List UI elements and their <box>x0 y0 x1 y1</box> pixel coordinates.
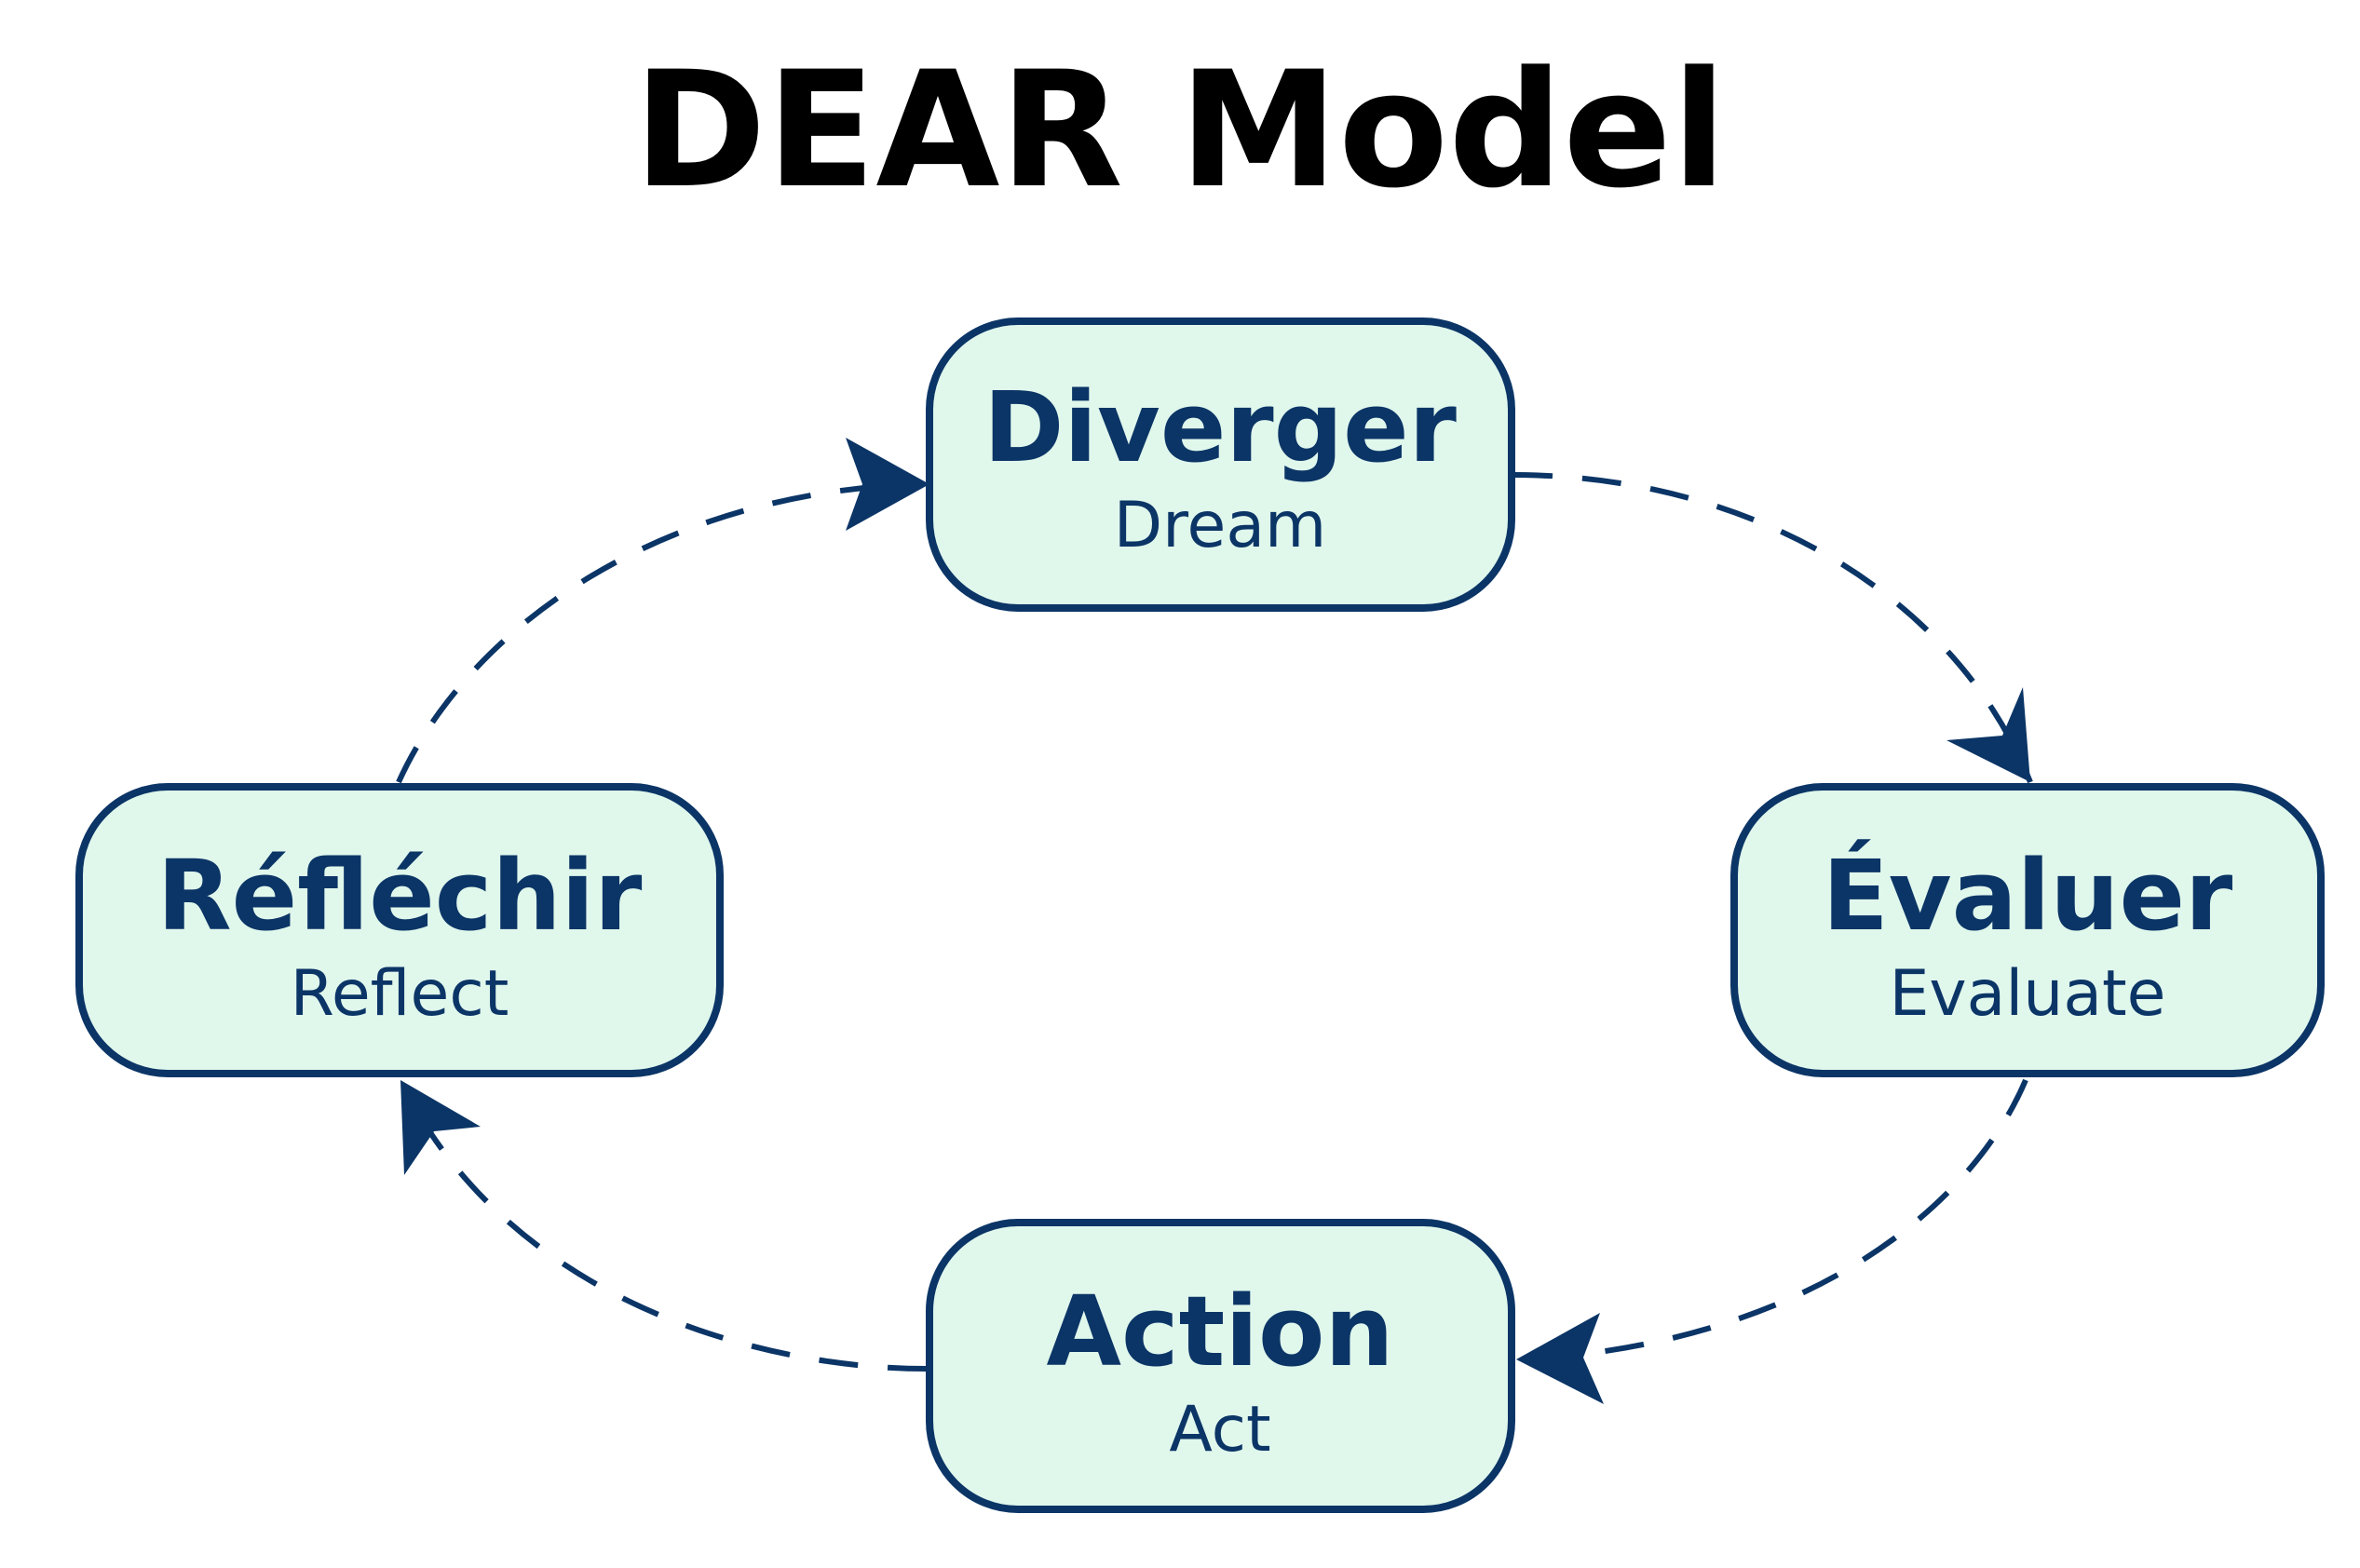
node-action-sublabel: Act <box>1169 1393 1270 1467</box>
node-diverger-sublabel: Dream <box>1114 489 1327 562</box>
node-reflechir-sublabel: Reflect <box>291 957 509 1031</box>
node-diverger: Diverger Dream <box>926 318 1515 612</box>
edge-reflechir-to-diverger <box>396 481 918 784</box>
edge-evaluer-to-action <box>1526 1078 2028 1362</box>
edge-action-to-reflechir <box>407 1097 928 1372</box>
edge-action-to-reflechir-arrowhead <box>400 1080 481 1175</box>
node-reflechir-label: Réfléchir <box>157 839 643 953</box>
edge-diverger-to-evaluer-arrowhead <box>1946 687 2030 782</box>
diagram-title: DEAR Model <box>633 36 1727 223</box>
nodes-layer: Diverger Dream Évaluer Evaluate Action A… <box>75 318 2325 1513</box>
edge-evaluer-to-action-arrowhead <box>1516 1313 1604 1404</box>
node-action: Action Act <box>926 1219 1515 1513</box>
node-action-label: Action <box>1047 1275 1394 1388</box>
node-reflechir: Réfléchir Reflect <box>75 783 724 1077</box>
edge-reflechir-to-diverger-arrowhead <box>846 438 929 531</box>
node-evaluer-label: Évaluer <box>1823 839 2233 953</box>
edge-diverger-to-evaluer <box>1512 472 2033 784</box>
node-diverger-label: Diverger <box>983 371 1457 484</box>
edges-layer <box>396 438 2033 1404</box>
node-evaluer: Évaluer Evaluate <box>1730 783 2325 1077</box>
node-evaluer-sublabel: Evaluate <box>1889 957 2165 1031</box>
